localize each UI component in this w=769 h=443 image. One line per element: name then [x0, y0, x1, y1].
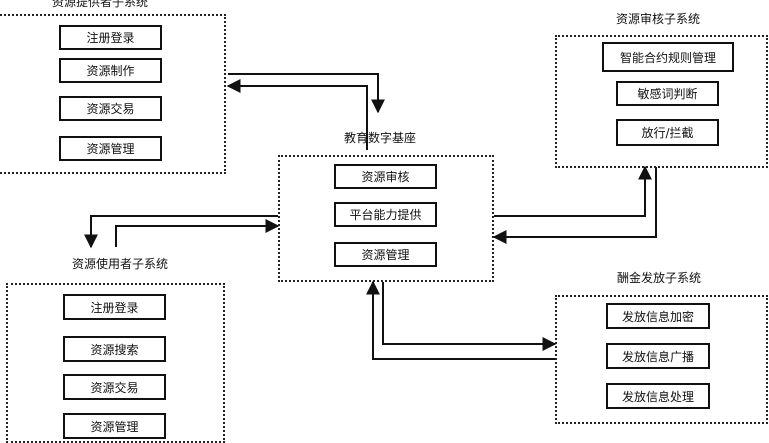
base-group — [278, 155, 494, 282]
user-item-search: 资源搜索 — [63, 336, 166, 362]
user-title: 资源使用者子系统 — [71, 257, 168, 271]
provider-title: 资源提供者子系统 — [51, 0, 148, 9]
arrow-base-to-user — [84, 215, 278, 249]
arrow-reward-to-base — [366, 280, 555, 360]
base-item-review: 资源审核 — [334, 164, 437, 189]
user-item-register: 注册登录 — [63, 294, 166, 320]
reward-item-process: 发放信息处理 — [606, 383, 710, 409]
base-item-platform: 平台能力提供 — [334, 202, 437, 227]
review-item-contract: 智能合约规则管理 — [602, 42, 734, 72]
review-title: 资源审核子系统 — [615, 12, 700, 26]
reward-item-broadcast: 发放信息广播 — [606, 343, 710, 369]
user-item-manage: 资源管理 — [63, 413, 166, 439]
arrow-provider-to-base — [228, 73, 385, 114]
arrow-base-to-provider — [226, 79, 368, 150]
reward-item-encrypt: 发放信息加密 — [606, 303, 710, 329]
provider-group — [0, 14, 226, 174]
reward-title: 酬金发放子系统 — [616, 271, 701, 285]
reward-group — [555, 295, 768, 424]
review-item-sensitive: 敏感词判断 — [616, 81, 719, 106]
base-title: 教育数字基座 — [343, 131, 416, 145]
arrow-review-to-base — [492, 167, 657, 244]
review-item-release: 放行/拦截 — [616, 119, 719, 146]
arrow-base-to-review — [494, 165, 652, 217]
provider-item-manage: 资源管理 — [59, 136, 162, 161]
provider-item-production: 资源制作 — [59, 58, 162, 83]
provider-item-register: 注册登录 — [59, 25, 162, 50]
user-item-trade: 资源交易 — [63, 374, 166, 400]
arrow-user-to-base — [115, 219, 280, 247]
review-group — [555, 35, 768, 168]
base-item-manage: 资源管理 — [334, 242, 437, 267]
provider-item-trade: 资源交易 — [59, 96, 162, 121]
arrow-base-to-reward — [382, 282, 557, 351]
